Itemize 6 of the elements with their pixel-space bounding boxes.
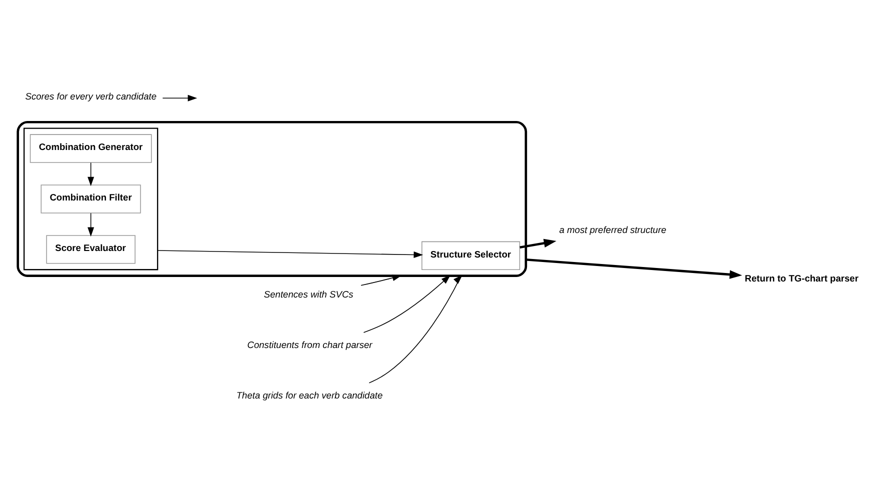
node-text: Sentences with SVCs [264, 290, 354, 300]
node-text: a most preferred structure [559, 225, 666, 236]
node-text: Constituents from chart parser [247, 340, 372, 350]
node-text: Return to TG-chart parser [744, 273, 858, 284]
node-text: Scores for every verb candidate [25, 92, 157, 102]
node-text: Theta grids for each verb candidate [236, 390, 383, 401]
